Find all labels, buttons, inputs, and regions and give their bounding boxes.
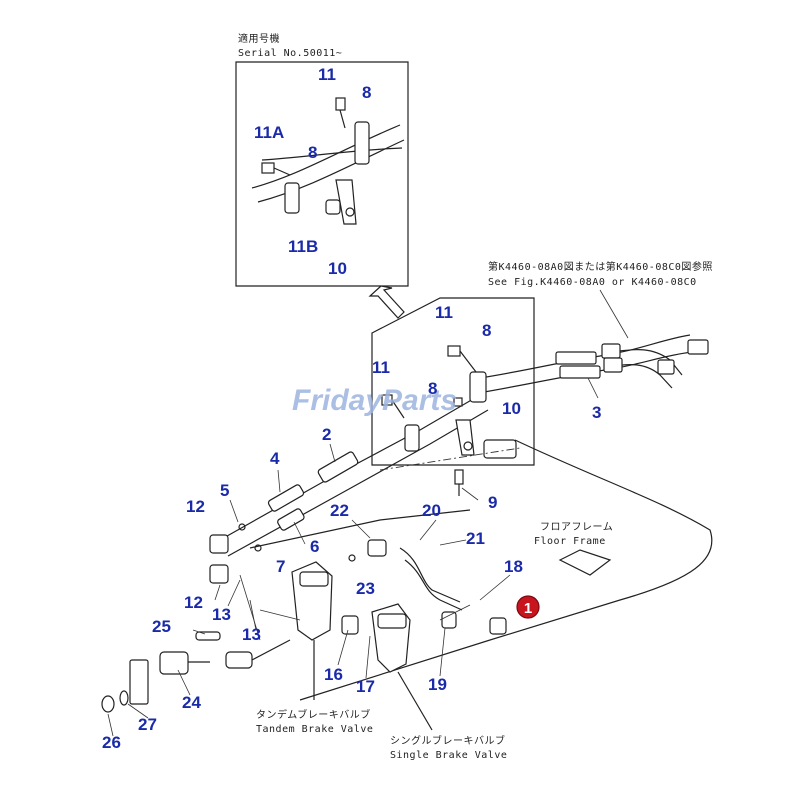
callout-m4: 4 <box>270 449 280 468</box>
tandem-brake-valve <box>239 561 359 700</box>
callout-m7: 7 <box>276 557 285 576</box>
inset-serial-en: Serial No.50011~ <box>238 48 342 59</box>
inset-serial-jp: 適用号機 <box>238 32 280 45</box>
highlight-badge-label: 1 <box>524 600 532 617</box>
callout-m27: 27 <box>138 715 157 734</box>
callout-m19: 19 <box>428 675 447 694</box>
brake-tubes <box>219 345 517 557</box>
watermark: FridayParts <box>292 384 457 417</box>
callout-m22: 22 <box>330 501 349 520</box>
callout-i8b: 8 <box>308 143 317 162</box>
callout-m3: 3 <box>592 403 601 422</box>
callout-i11b: 11B <box>288 237 318 256</box>
callout-m13b: 13 <box>242 625 261 644</box>
callout-m11a: 11 <box>435 303 453 322</box>
callout-m21: 21 <box>466 529 485 548</box>
callout-i11: 11 <box>318 65 336 84</box>
callout-m25: 25 <box>152 617 171 636</box>
callout-m20: 20 <box>422 501 441 520</box>
callout-m8: 8 <box>482 321 491 340</box>
callout-m26: 26 <box>102 733 121 752</box>
single-valve-en: Single Brake Valve <box>390 750 507 761</box>
callout-labels: 11 8 11A 8 11B 10 11 8 11 8 10 3 2 4 5 1… <box>102 65 601 752</box>
callout-m8b: 8 <box>428 379 437 398</box>
callout-m16: 16 <box>324 665 343 684</box>
callout-m23: 23 <box>356 579 375 598</box>
callout-m12b: 12 <box>184 593 203 612</box>
callout-m2: 2 <box>322 425 331 444</box>
single-brake-valve <box>371 603 507 731</box>
inset-arrow <box>368 285 405 319</box>
floor-frame-jp: フロアフレーム <box>540 521 613 533</box>
highlight-badge[interactable]: 1 <box>516 595 540 619</box>
callout-m18: 18 <box>504 557 523 576</box>
single-valve-jp: シングルブレーキバルブ <box>390 734 506 747</box>
callout-m6: 6 <box>310 537 319 556</box>
callout-i8a: 8 <box>362 83 371 102</box>
reference-jp: 第K4460-08A0図または第K4460-08C0図参照 <box>488 260 713 273</box>
callout-m13a: 13 <box>212 605 231 624</box>
callout-m17: 17 <box>356 677 375 696</box>
callout-m5: 5 <box>220 481 229 500</box>
tandem-valve-en: Tandem Brake Valve <box>256 724 373 735</box>
callout-i10a: 10 <box>328 259 347 278</box>
tube-fittings <box>209 397 464 611</box>
callout-m10: 10 <box>502 399 521 418</box>
leader-lines <box>107 377 599 737</box>
floor-frame-outline <box>299 439 713 701</box>
callout-m11b: 11 <box>372 358 390 377</box>
callout-m12a: 12 <box>186 497 205 516</box>
tandem-valve-jp: タンデムブレーキバルブ <box>256 708 371 721</box>
inset-detail: 適用号機 Serial No.50011~ <box>235 32 409 287</box>
callout-m9: 9 <box>488 493 497 512</box>
main-detail-frame <box>371 297 535 466</box>
hose-assembly <box>479 334 709 393</box>
callout-i11a: 11A <box>254 123 284 142</box>
lower-left-parts <box>101 631 291 713</box>
floor-frame-en: Floor Frame <box>534 536 606 547</box>
reference-en: See Fig.K4460-08A0 or K4460-08C0 <box>488 277 697 288</box>
callout-m24: 24 <box>182 693 201 712</box>
